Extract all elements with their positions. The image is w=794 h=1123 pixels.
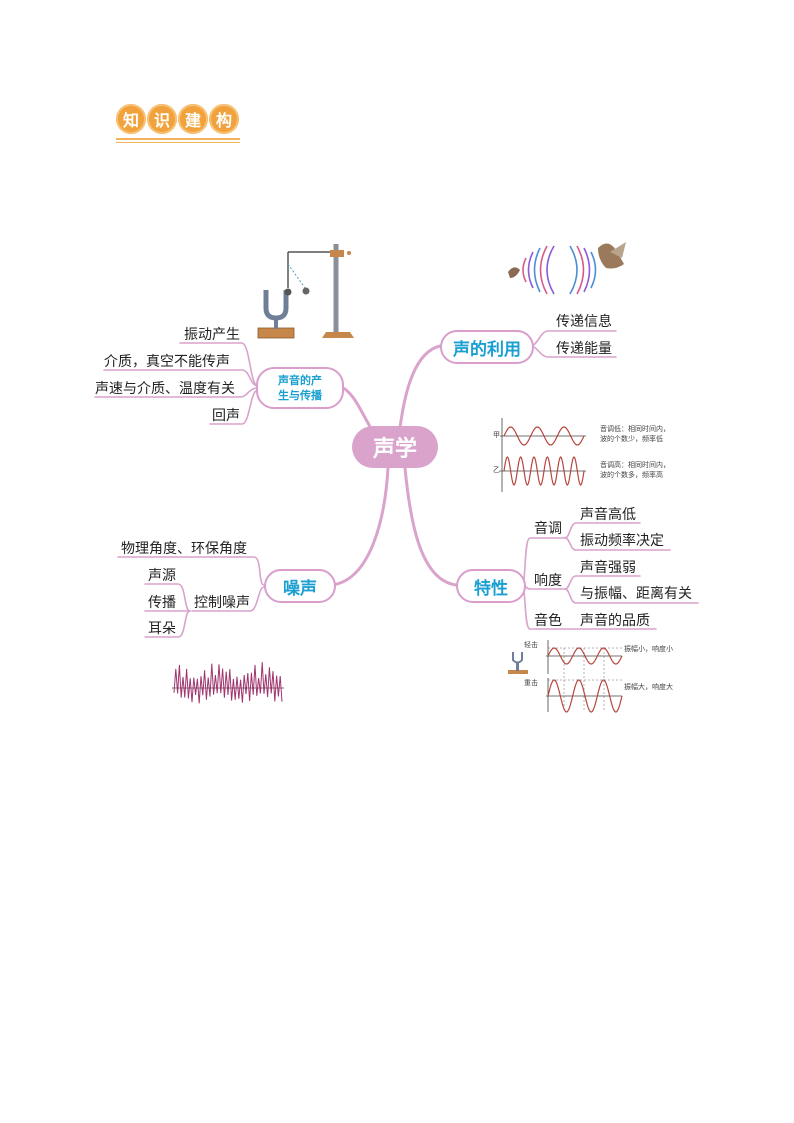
feature-loudness-item-1: 声音强弱: [580, 560, 636, 576]
loudness-waveform-figure: [508, 640, 623, 713]
feature-pitch-label: 音调: [534, 521, 562, 537]
feature-pitch-item-2: 振动频率决定: [580, 533, 664, 549]
node-propagation: 声音的产 生与传播: [256, 367, 344, 409]
feature-pitch-item-1: 声音高低: [580, 507, 636, 523]
feature-timbre-item-1: 声音的品质: [580, 613, 650, 629]
connector-noise: [330, 466, 390, 587]
pitch-note-low-1: 音调低：相同时间内，: [600, 425, 670, 433]
node-propagation-line1: 声音的产: [278, 374, 322, 387]
pitch-note-high-1: 音调高：相同时间内，: [600, 461, 670, 469]
badge-underline: [116, 138, 240, 140]
loudness-note-small: 振幅小，响度小: [624, 645, 673, 653]
connector-propagation: [340, 385, 374, 432]
tuning-fork-apparatus-illustration: [257, 244, 354, 339]
pitch-yi-label: 乙: [493, 466, 500, 474]
connector-features: [403, 466, 458, 587]
use-item-2: 传递能量: [556, 341, 612, 357]
noise-control-item-3: 耳朵: [148, 621, 176, 637]
badge-char-1: 知: [116, 104, 146, 134]
node-noise: 噪声: [264, 569, 336, 603]
loudness-heavy-label: 重击: [524, 679, 538, 687]
badge-char-2: 识: [147, 104, 177, 134]
badge-char-4: 构: [209, 104, 239, 134]
propagation-item-1: 振动产生: [184, 327, 240, 343]
node-features: 特性: [456, 569, 526, 603]
loudness-note-large: 振幅大，响度大: [624, 683, 673, 691]
pitch-jia-label: 甲: [493, 431, 500, 439]
feature-loudness-item-2: 与振幅、距离有关: [580, 586, 692, 602]
propagation-item-3: 声速与介质、温度有关: [95, 381, 235, 397]
badge-underline-2: [116, 142, 240, 143]
node-use: 声的利用: [440, 330, 534, 364]
noise-item-top: 物理角度、环保角度: [121, 541, 247, 557]
propagation-item-4: 回声: [212, 408, 240, 424]
node-propagation-line2: 生与传播: [278, 389, 322, 402]
noise-control: 控制噪声: [194, 595, 250, 611]
pitch-note-high-2: 波的个数多，频率高: [600, 471, 663, 479]
connector-use: [398, 344, 442, 430]
feature-timbre-label: 音色: [534, 613, 562, 629]
noise-control-item-1: 声源: [148, 568, 176, 584]
propagation-item-2: 介质，真空不能传声: [104, 354, 230, 370]
bat-echolocation-illustration: [508, 242, 626, 295]
feature-loudness-label: 响度: [534, 573, 562, 589]
noise-waveform-illustration: [172, 662, 284, 704]
pitch-note-low-2: 波的个数少，频率低: [600, 435, 663, 443]
center-node: 声学: [352, 426, 438, 468]
badge-char-3: 建: [178, 104, 208, 134]
pitch-waveform-figure: [500, 418, 586, 492]
section-badge: 知 识 建 构: [116, 104, 240, 144]
noise-control-item-2: 传播: [148, 595, 176, 611]
use-item-1: 传递信息: [556, 314, 612, 330]
loudness-light-label: 轻击: [524, 641, 538, 649]
